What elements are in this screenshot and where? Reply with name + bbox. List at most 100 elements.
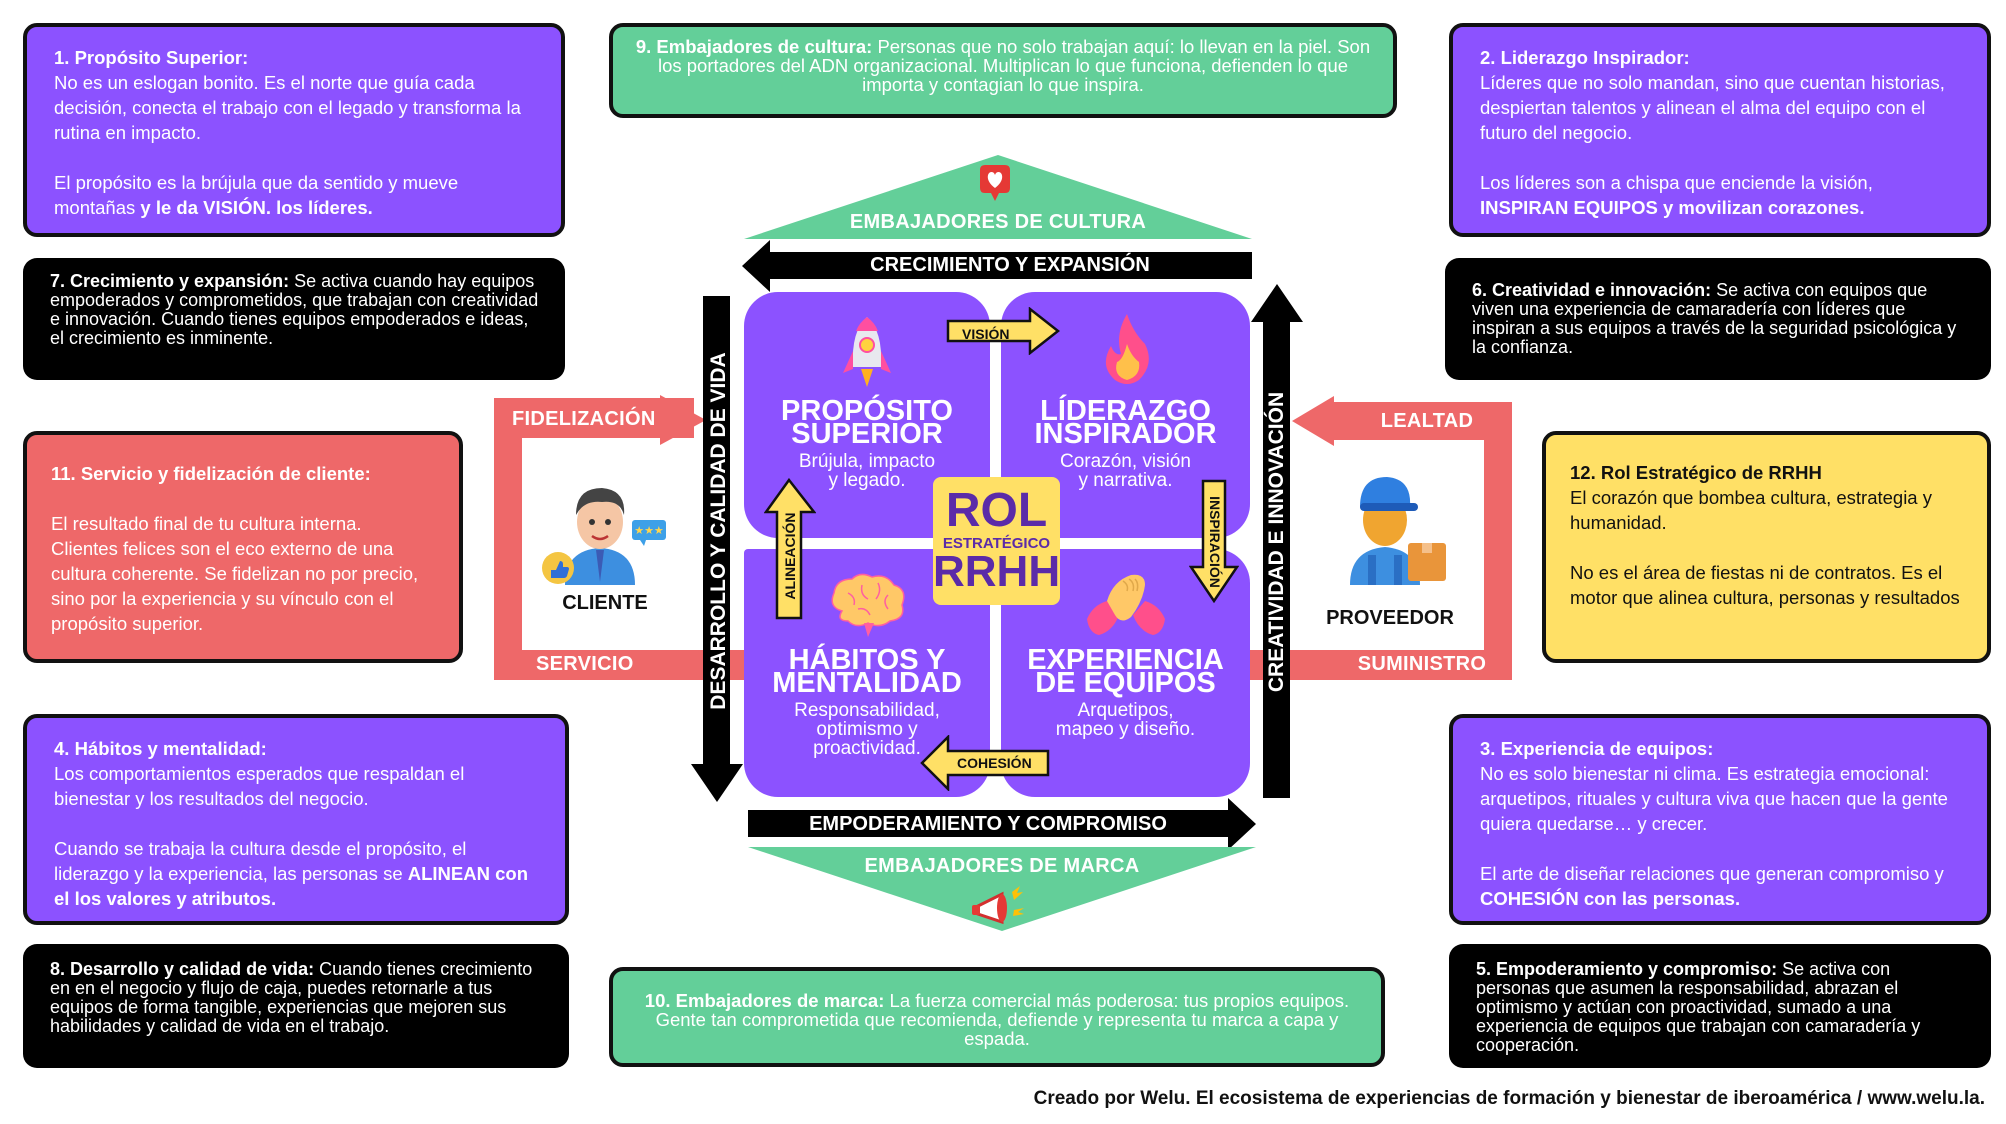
creatividad-arrow xyxy=(1251,284,1303,798)
card-text: El resultado final de tu cultura interna… xyxy=(51,513,419,634)
supplier-label: PROVEEDOR xyxy=(1326,607,1454,629)
card-text: No es el área de fiestas ni de contratos… xyxy=(1570,562,1960,608)
card-text: La fuerza comercial más poderosa: tus pr… xyxy=(655,990,1350,1049)
top-bar-label: CRECIMIENTO Y EXPANSIÓN xyxy=(870,254,1150,276)
card-title: 6. Creatividad e innovación: xyxy=(1472,280,1712,300)
quadrant-subtitle: Brújula, impacto xyxy=(798,451,936,472)
left-frame-bottom-label: SERVICIO xyxy=(536,653,634,675)
alineacion-arrow xyxy=(764,478,816,620)
card-crecimiento-expansion: 7. Crecimiento y expansión: Se activa cu… xyxy=(23,258,565,380)
left-frame-top-label: FIDELIZACIÓN xyxy=(512,408,656,430)
rocket-icon xyxy=(843,317,891,387)
brain-icon xyxy=(831,573,905,637)
empoderamiento-arrow xyxy=(748,798,1256,850)
card-title: 11. Servicio y fidelización de cliente: xyxy=(51,463,371,484)
card-title: 7. Crecimiento y expansión: xyxy=(50,271,290,291)
quadrant-title: MENTALIDAD xyxy=(772,667,962,699)
quadrant-title: PROPÓSITO xyxy=(781,395,953,427)
inspiracion-arrow xyxy=(1189,479,1239,603)
card-embajadores-marca: 10. Embajadores de marca: La fuerza come… xyxy=(609,967,1385,1067)
quadrant-subtitle: Responsabilidad, xyxy=(794,700,940,721)
card-title: 10. Embajadores de marca: xyxy=(644,990,885,1011)
card-text: No es un eslogan bonito. Es el norte que… xyxy=(54,72,521,143)
desarrollo-arrow xyxy=(691,296,743,802)
card-title: 9. Embajadores de cultura: xyxy=(635,36,873,57)
card-title: 5. Empoderamiento y compromiso: xyxy=(1476,959,1778,979)
fidelizacion-arrowhead xyxy=(660,395,706,445)
card-text: Se activa con equipos que viven una expe… xyxy=(1472,280,1957,357)
card-text: El corazón que bombea cultura, estrategi… xyxy=(1570,487,1932,533)
card-liderazgo-inspirador: 2. Liderazgo Inspirador: Líderes que no … xyxy=(1449,23,1991,237)
quadrant-title: EXPERIENCIA xyxy=(1027,644,1224,676)
card-experiencia-equipos: 3. Experiencia de equipos: No es solo bi… xyxy=(1449,714,1991,925)
quadrant-title: LÍDERAZGO xyxy=(1040,395,1211,427)
flame-icon xyxy=(1105,314,1149,384)
right-bar-label: CREATIVIDAD E INNOVACIÓN xyxy=(1265,391,1288,693)
quadrant-title: INSPIRADOR xyxy=(1034,418,1217,450)
card-embajadores-cultura: 9. Embajadores de cultura: Personas que … xyxy=(609,23,1397,118)
right-frame-side xyxy=(1484,402,1512,680)
card-text: Cuando se trabaja la cultura desde el pr… xyxy=(54,838,528,909)
center-line-2: ESTRATÉGICO xyxy=(942,535,1051,552)
left-bar-label: DESARROLLO Y CALIDAD DE VIDA xyxy=(707,352,730,710)
handshake-icon xyxy=(1087,574,1165,635)
card-text: Cuando tienes crecimiento en en el negoc… xyxy=(50,959,533,1036)
quadrant-title: DE EQUIPOS xyxy=(1035,667,1216,699)
card-habitos-mentalidad: 4. Hábitos y mentalidad: Los comportamie… xyxy=(23,714,569,925)
vision-arrow xyxy=(946,307,1060,355)
card-servicio-fidelizacion: 11. Servicio y fidelización de cliente: … xyxy=(23,431,463,663)
card-title: 2. Liderazgo Inspirador: xyxy=(1480,47,1690,68)
client-label: CLIENTE xyxy=(562,592,648,614)
right-frame-top xyxy=(1330,402,1512,440)
quadrant-title: HÁBITOS Y xyxy=(788,644,946,676)
top-triangle-label: EMBAJADORES DE CULTURA xyxy=(849,211,1147,233)
quadrant-title: SUPERIOR xyxy=(791,418,943,450)
center-line-1: ROL xyxy=(945,484,1048,537)
quadrant-subtitle: y legado. xyxy=(828,470,906,491)
card-title: 8. Desarrollo y calidad de vida: xyxy=(50,959,315,979)
inspiracion-label: INSPIRACIÓN xyxy=(1207,496,1223,588)
megaphone-icon xyxy=(972,886,1024,925)
bottom-triangle xyxy=(748,847,1256,931)
center-line-3: RRHH xyxy=(933,547,1061,596)
cohesion-arrow xyxy=(920,735,1050,791)
card-text: Se activa con personas que asumen la res… xyxy=(1476,959,1921,1055)
card-text: Personas que no solo trabajan aquí: lo l… xyxy=(657,36,1371,95)
bottom-bar-label: EMPODERAMIENTO Y COMPROMISO xyxy=(809,813,1167,835)
center-rol-badge: ROL ESTRATÉGICO RRHH xyxy=(933,477,1060,605)
card-title: 12. Rol Estratégico de RRHH xyxy=(1570,462,1822,483)
crecimiento-arrow xyxy=(742,240,1252,292)
right-frame-top-label: LEALTAD xyxy=(1380,410,1474,432)
supplier-avatar-icon xyxy=(1350,477,1446,585)
card-title: 4. Hábitos y mentalidad: xyxy=(54,738,267,759)
quadrant-subtitle: proactividad. xyxy=(813,738,921,759)
client-avatar-icon: ★★★ xyxy=(542,488,666,585)
top-triangle xyxy=(744,155,1252,239)
quadrant-subtitle: Arquetipos, xyxy=(1077,700,1174,721)
right-frame-bottom xyxy=(1250,650,1512,680)
quadrant-subtitle: optimismo y xyxy=(816,719,918,740)
card-title: 1. Propósito Superior: xyxy=(54,47,249,68)
vision-label: VISIÓN xyxy=(962,326,1010,342)
card-text: Se activa cuando hay equipos empoderados… xyxy=(50,271,539,348)
card-creatividad-innovacion: 6. Creatividad e innovación: Se activa c… xyxy=(1445,258,1991,380)
footer-credit: Creado por Welu. El ecosistema de experi… xyxy=(1033,1088,1985,1109)
cohesion-label: COHESIÓN xyxy=(957,755,1032,771)
lealtad-arrowhead xyxy=(1292,396,1334,446)
card-text: Los comportamientos esperados que respal… xyxy=(54,763,465,809)
card-desarrollo-calidad-vida: 8. Desarrollo y calidad de vida: Cuando … xyxy=(23,944,569,1068)
right-frame-bottom-label: SUMINISTRO xyxy=(1357,653,1487,675)
quadrant-subtitle: mapeo y diseño. xyxy=(1055,719,1196,740)
card-text: El arte de diseñar relaciones que genera… xyxy=(1480,863,1944,909)
card-text: Líderes que no solo mandan, sino que cue… xyxy=(1480,72,1945,143)
left-frame-side xyxy=(494,398,522,680)
alineacion-label: ALINEACIÓN xyxy=(782,512,798,600)
card-title: 3. Experiencia de equipos: xyxy=(1480,738,1714,759)
svg-text:★★★: ★★★ xyxy=(634,525,664,537)
heart-notification-icon xyxy=(980,165,1010,201)
quadrant-subtitle: y narrativa. xyxy=(1078,470,1173,491)
card-text: No es solo bienestar ni clima. Es estrat… xyxy=(1480,763,1948,834)
card-text: El propósito es la brújula que da sentid… xyxy=(54,172,459,218)
quadrant-subtitle: Corazón, visión xyxy=(1060,451,1191,472)
card-text: Los líderes son a chispa que enciende la… xyxy=(1480,172,1873,218)
